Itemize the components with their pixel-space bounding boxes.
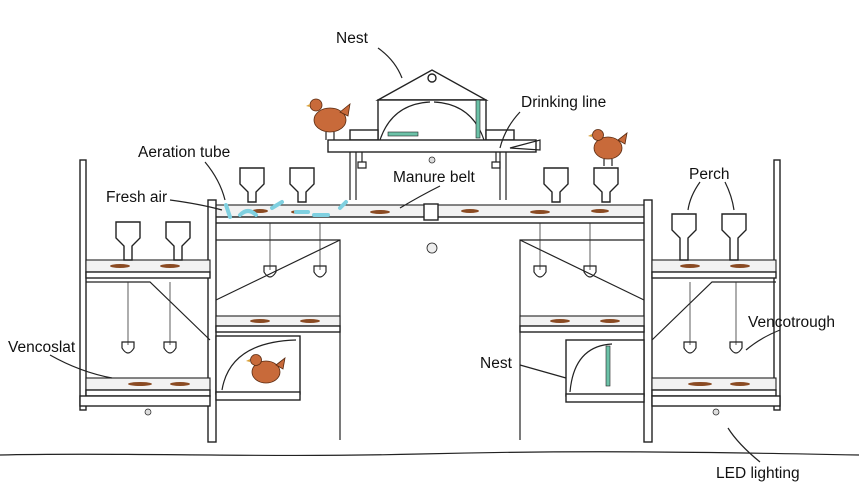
nest-top-arrow xyxy=(377,47,403,79)
drinking-line-arrow xyxy=(499,111,521,149)
top-nest-structure xyxy=(327,69,541,200)
label-led-lighting: LED lighting xyxy=(716,465,800,482)
right-inner-tiers xyxy=(519,315,645,403)
upper-tier xyxy=(207,167,653,443)
hen-in-nest xyxy=(246,354,286,384)
label-manure-belt: Manure belt xyxy=(393,169,475,186)
support-trusses xyxy=(215,223,645,440)
hen-top-left xyxy=(306,98,351,140)
ground-line xyxy=(0,451,859,457)
right-tier-block xyxy=(651,159,781,416)
left-inner-tiers xyxy=(215,315,341,401)
fresh-air-arrow-pointer xyxy=(169,199,223,211)
led-lighting-arrow xyxy=(727,427,761,463)
label-perch: Perch xyxy=(689,166,730,183)
label-fresh-air: Fresh air xyxy=(106,189,168,206)
label-vencoslat: Vencoslat xyxy=(8,339,76,356)
label-vencotrough: Vencotrough xyxy=(748,314,836,331)
label-arrows xyxy=(49,47,781,463)
label-nest-lower: Nest xyxy=(480,355,512,372)
hen-top-right xyxy=(588,129,628,166)
vencotrough-arrow xyxy=(745,329,781,351)
label-aeration-tube: Aeration tube xyxy=(138,144,231,161)
fresh-air-arrow xyxy=(224,203,232,219)
manure-belt-arrow xyxy=(399,185,441,209)
label-nest-top: Nest xyxy=(336,30,368,47)
vencoslat-arrow xyxy=(49,354,113,379)
left-tier-block xyxy=(79,159,211,416)
nest-lower-arrow xyxy=(519,364,567,379)
perch-arrow-right xyxy=(724,181,735,211)
perch-arrow-left xyxy=(687,181,701,211)
label-drinking-line: Drinking line xyxy=(521,94,607,111)
aeration-tube-arrow xyxy=(204,161,226,201)
